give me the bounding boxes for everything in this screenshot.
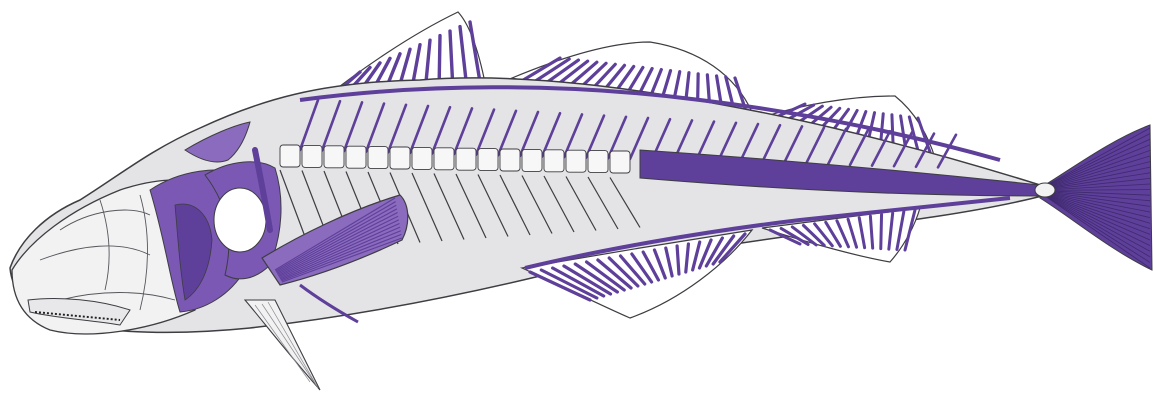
anal-fin-ray: [881, 215, 882, 249]
vertebra: [346, 146, 366, 168]
vertebra: [478, 149, 498, 171]
hypural-plate: [1035, 183, 1055, 197]
vertebra: [544, 150, 564, 172]
vertebra: [522, 149, 542, 171]
vertebra: [280, 145, 300, 167]
vertebra: [324, 146, 344, 168]
vertebra: [456, 148, 476, 170]
vertebra: [566, 150, 586, 172]
vertebra: [610, 151, 630, 173]
dorsal-fin-ray: [892, 115, 893, 145]
caudal-fin: [1040, 125, 1152, 270]
vertebra: [390, 147, 410, 169]
vertebra: [434, 148, 454, 170]
vertebra: [588, 151, 608, 173]
anal-fin-ray: [677, 246, 679, 274]
scapula: [214, 188, 266, 252]
vertebra: [500, 149, 520, 171]
vertebra: [412, 147, 432, 169]
vertebra: [368, 147, 388, 169]
vertebra: [302, 145, 322, 167]
